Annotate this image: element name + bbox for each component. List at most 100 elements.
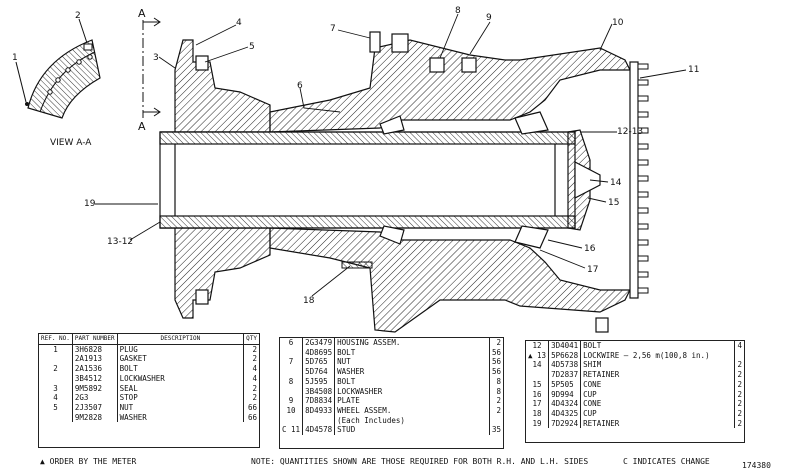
ref-cell: 15	[526, 379, 550, 390]
part-number-cell: 4D4325	[548, 408, 582, 419]
ref-cell: ▲ 13	[526, 350, 550, 361]
callout-4: 4	[236, 18, 242, 28]
description-cell: BOLT	[583, 341, 602, 350]
callout-3: 3	[153, 53, 159, 63]
callout-16: 16	[584, 244, 596, 254]
qty-cell: 2	[734, 370, 744, 380]
callout-9: 9	[486, 13, 492, 23]
description-cell: NUT	[337, 357, 351, 367]
description-cell: RETAINER	[583, 418, 620, 428]
qty-cell: 2	[243, 393, 259, 403]
description-cell: LOCKWASHER	[337, 386, 383, 396]
ref-cell: 7	[280, 357, 304, 368]
part-number-cell: 5P505	[548, 379, 582, 390]
ref-cell	[39, 354, 73, 365]
part-number-cell: 2A1536	[72, 364, 118, 374]
ref-cell: 14	[526, 360, 550, 371]
callout-7: 7	[330, 24, 336, 34]
description-cell: LOCKWIRE — 2,56 m(100,8 in.)	[583, 350, 710, 360]
ref-cell: 18	[526, 408, 550, 419]
ref-cell: C 11	[280, 425, 304, 436]
section-letter-bottom: A	[138, 120, 146, 133]
ref-cell: 16	[526, 389, 550, 400]
footer-change-note: C INDICATES CHANGE	[623, 457, 710, 466]
part-number-cell: 2A1913	[72, 354, 118, 365]
part-number-cell: 9D994	[548, 389, 582, 400]
callout-1: 1	[12, 53, 18, 63]
qty-cell: 2	[734, 408, 744, 419]
description-cell: LOCKWASHER	[119, 373, 165, 383]
qty-cell: 2	[734, 418, 744, 429]
qty-cell: 4	[243, 373, 259, 384]
qty-cell: 56	[488, 357, 503, 368]
part-number-cell: 3H6828	[72, 344, 118, 355]
footer-order-note: ▲ ORDER BY THE METER	[40, 457, 137, 466]
qty-cell: 2	[734, 399, 744, 409]
qty-cell	[488, 415, 503, 426]
ref-cell	[280, 347, 304, 358]
description-cell: CONE	[583, 399, 602, 409]
part-number-cell: 3D4041	[548, 341, 582, 351]
qty-cell: 2	[734, 379, 744, 390]
ref-cell	[280, 367, 304, 377]
description-cell: PLUG	[119, 344, 138, 354]
description-cell: STOP	[119, 393, 138, 403]
hub-section	[159, 31, 639, 333]
part-number-cell: 7D2837	[548, 370, 582, 380]
description-cell: SHIM	[583, 360, 602, 370]
callout-17: 17	[587, 265, 598, 275]
part-number-cell: 4D5738	[548, 360, 582, 371]
description-cell: WASHER	[119, 412, 147, 422]
description-cell: WHEEL ASSEM.	[337, 405, 392, 415]
callout-18: 18	[303, 296, 315, 306]
description-cell: NUT	[119, 402, 134, 412]
qty-cell: 2	[488, 405, 503, 416]
part-number-cell	[302, 415, 336, 426]
part-number-cell: 3B4512	[72, 373, 118, 384]
callout-10: 10	[612, 18, 624, 28]
ref-cell: 12	[526, 341, 550, 351]
table-row: (Each Includes)	[280, 415, 503, 426]
part-number-cell: 7D2924	[548, 418, 582, 429]
ref-cell: 3	[39, 383, 73, 394]
callout-12-13: 12-13	[617, 127, 643, 137]
description-cell: CONE	[583, 379, 602, 389]
description-cell: BOLT	[337, 376, 356, 386]
ref-cell: 1	[39, 344, 73, 355]
ref-cell: 5	[39, 402, 73, 413]
ref-cell: 8	[280, 376, 304, 387]
qty-cell: 2	[243, 344, 259, 355]
ref-cell: 17	[526, 399, 550, 409]
qty-cell: 2	[243, 383, 259, 394]
ref-cell: 2	[39, 364, 73, 374]
qty-cell	[734, 350, 744, 361]
description-cell: PLATE	[337, 396, 360, 406]
header-qty: QTY	[243, 334, 259, 345]
qty-cell: 2	[734, 389, 744, 400]
qty-cell: 66	[243, 412, 259, 423]
part-number-cell: 4D8695	[302, 347, 336, 358]
section-line-a-a: A A	[138, 7, 161, 133]
plug-18	[341, 261, 373, 269]
qty-cell: 8	[488, 386, 503, 397]
